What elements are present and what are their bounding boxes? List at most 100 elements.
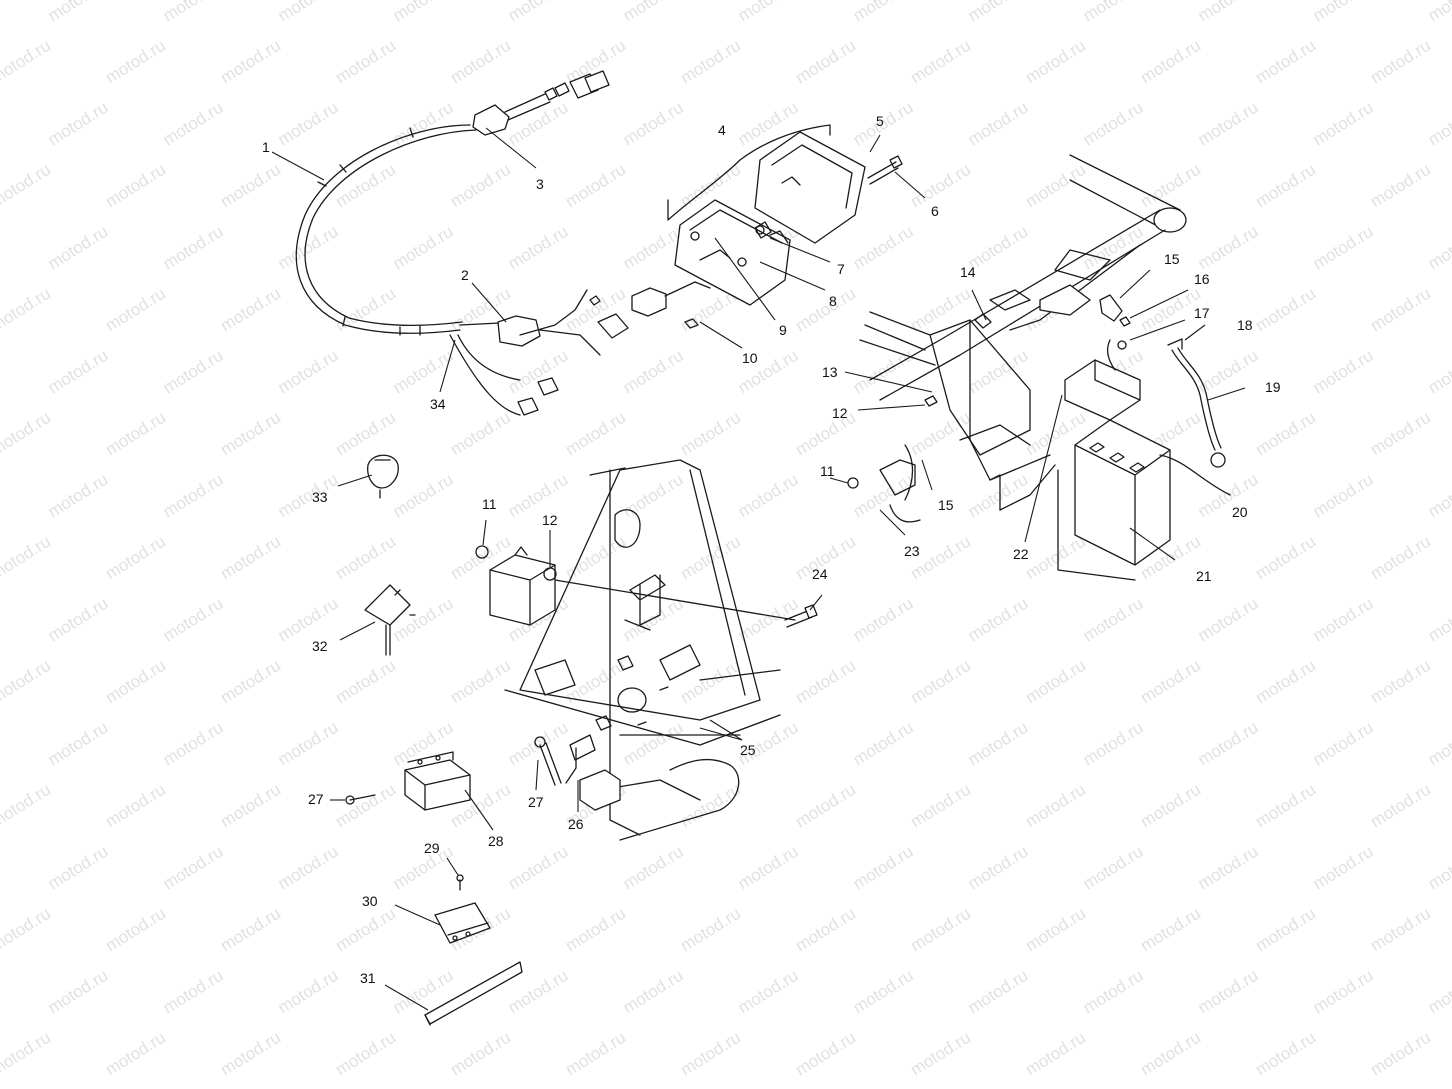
- callout-29: 29: [424, 840, 440, 856]
- watermark-text: motod.ru: [505, 0, 572, 25]
- watermark-text: motod.ru: [45, 222, 112, 274]
- watermark-text: motod.ru: [275, 98, 342, 150]
- watermark-text: motod.ru: [45, 98, 112, 150]
- watermark-text: motod.ru: [217, 1028, 284, 1080]
- watermark-text: motod.ru: [735, 842, 802, 894]
- watermark-text: motod.ru: [562, 656, 629, 708]
- watermark-text: motod.ru: [160, 470, 227, 522]
- watermark-text: motod.ru: [102, 1028, 169, 1080]
- watermark-text: motod.ru: [505, 346, 572, 398]
- watermark-text: motod.ru: [850, 842, 917, 894]
- watermark-text: motod.ru: [1367, 656, 1434, 708]
- callout-6: 6: [931, 203, 939, 219]
- watermark-text: motod.ru: [447, 656, 514, 708]
- watermark-text: motod.ru: [1367, 1028, 1434, 1080]
- watermark-text: motod.ru: [102, 36, 169, 88]
- bracket-26: [565, 734, 621, 811]
- watermark-text: motod.ru: [965, 98, 1032, 150]
- watermark-text: motod.ru: [275, 594, 342, 646]
- watermark-text: motod.ru: [562, 408, 629, 460]
- watermark-text: motod.ru: [505, 842, 572, 894]
- watermark-text: motod.ru: [160, 594, 227, 646]
- watermark-text: motod.ru: [102, 780, 169, 832]
- watermark-text: motod.ru: [275, 718, 342, 770]
- watermark-text: motod.ru: [1137, 780, 1204, 832]
- watermark-text: motod.ru: [620, 470, 687, 522]
- watermark-text: motod.ru: [160, 966, 227, 1018]
- watermark-text: motod.ru: [217, 780, 284, 832]
- watermark-text: motod.ru: [1137, 1028, 1204, 1080]
- callout-labels: 1 2 3 4 5 6 7 8 9 10 11 11 12 12 13 14 1…: [262, 113, 1281, 986]
- bolt-24: [784, 604, 818, 628]
- watermark-text: motod.ru: [1252, 1028, 1319, 1080]
- watermark-text: motod.ru: [45, 0, 112, 25]
- watermark-text: motod.ru: [850, 222, 917, 274]
- watermark-text: motod.ru: [0, 160, 54, 212]
- watermark-text: motod.ru: [1425, 0, 1452, 25]
- mounting-panel: [504, 459, 796, 841]
- watermark-text: motod.ru: [217, 656, 284, 708]
- watermark-text: motod.ru: [1367, 160, 1434, 212]
- part-28-block: [345, 751, 471, 811]
- watermark-text: motod.ru: [735, 470, 802, 522]
- watermark-text: motod.ru: [275, 222, 342, 274]
- callout-28: 28: [488, 833, 504, 849]
- watermark-text: motod.ru: [1425, 470, 1452, 522]
- watermark-text: motod.ru: [390, 0, 457, 25]
- watermark-text: motod.ru: [102, 656, 169, 708]
- watermark-text: motod.ru: [1367, 904, 1434, 956]
- callout-5: 5: [876, 113, 884, 129]
- watermark-text: motod.ru: [1195, 594, 1262, 646]
- watermark-text: motod.ru: [907, 780, 974, 832]
- watermark-text: motod.ru: [1367, 36, 1434, 88]
- callout-26: 26: [568, 816, 584, 832]
- watermark-text: motod.ru: [1252, 656, 1319, 708]
- watermark-text: motod.ru: [620, 594, 687, 646]
- watermark-text: motod.ru: [792, 284, 859, 336]
- watermark-text: motod.ru: [1022, 780, 1089, 832]
- watermark-text: motod.ru: [1195, 718, 1262, 770]
- watermark-text: motod.ru: [102, 904, 169, 956]
- watermark-text: motod.ru: [45, 842, 112, 894]
- watermark-text: motod.ru: [1367, 408, 1434, 460]
- watermark-text: motod.ru: [1137, 656, 1204, 708]
- harness-connector-top: [472, 70, 610, 136]
- callout-34: 34: [430, 396, 446, 412]
- watermark-text: motod.ru: [332, 532, 399, 584]
- watermark-text: motod.ru: [792, 1028, 859, 1080]
- part-29-rivet: [456, 874, 464, 891]
- callout-11-right: 11: [820, 463, 835, 479]
- watermark-text: motod.ru: [1080, 842, 1147, 894]
- watermark-text: motod.ru: [1022, 36, 1089, 88]
- callout-22: 22: [1013, 546, 1029, 562]
- watermark-text: motod.ru: [1252, 904, 1319, 956]
- watermark-text: motod.ru: [907, 160, 974, 212]
- frame-assembly: [859, 154, 1187, 511]
- watermark-text: motod.ru: [160, 222, 227, 274]
- watermark-text: motod.ru: [1022, 656, 1089, 708]
- watermark-text: motod.ru: [1310, 346, 1377, 398]
- watermark-text: motod.ru: [677, 36, 744, 88]
- watermark-text: motod.ru: [735, 966, 802, 1018]
- watermark-text: motod.ru: [850, 718, 917, 770]
- watermark-text: motod.ru: [0, 904, 54, 956]
- watermark-text: motod.ru: [1425, 98, 1452, 150]
- watermark-text: motod.ru: [217, 284, 284, 336]
- watermark-text: motod.ru: [1367, 780, 1434, 832]
- watermark-text: motod.ru: [160, 842, 227, 894]
- callout-14: 14: [960, 264, 976, 280]
- watermark-text: motod.ru: [505, 470, 572, 522]
- watermark-text: motod.ru: [1310, 966, 1377, 1018]
- watermark-text: motod.ru: [332, 1028, 399, 1080]
- callout-1: 1: [262, 139, 270, 155]
- watermark-text: motod.ru: [160, 718, 227, 770]
- watermark-text: motod.ru: [1080, 718, 1147, 770]
- callout-30: 30: [362, 893, 378, 909]
- watermark-text: motod.ru: [1310, 470, 1377, 522]
- watermark-text: motod.ru: [332, 284, 399, 336]
- watermark-text: motod.ru: [907, 1028, 974, 1080]
- watermark-text: motod.ru: [562, 160, 629, 212]
- watermark-text: motod.ru: [1195, 0, 1262, 25]
